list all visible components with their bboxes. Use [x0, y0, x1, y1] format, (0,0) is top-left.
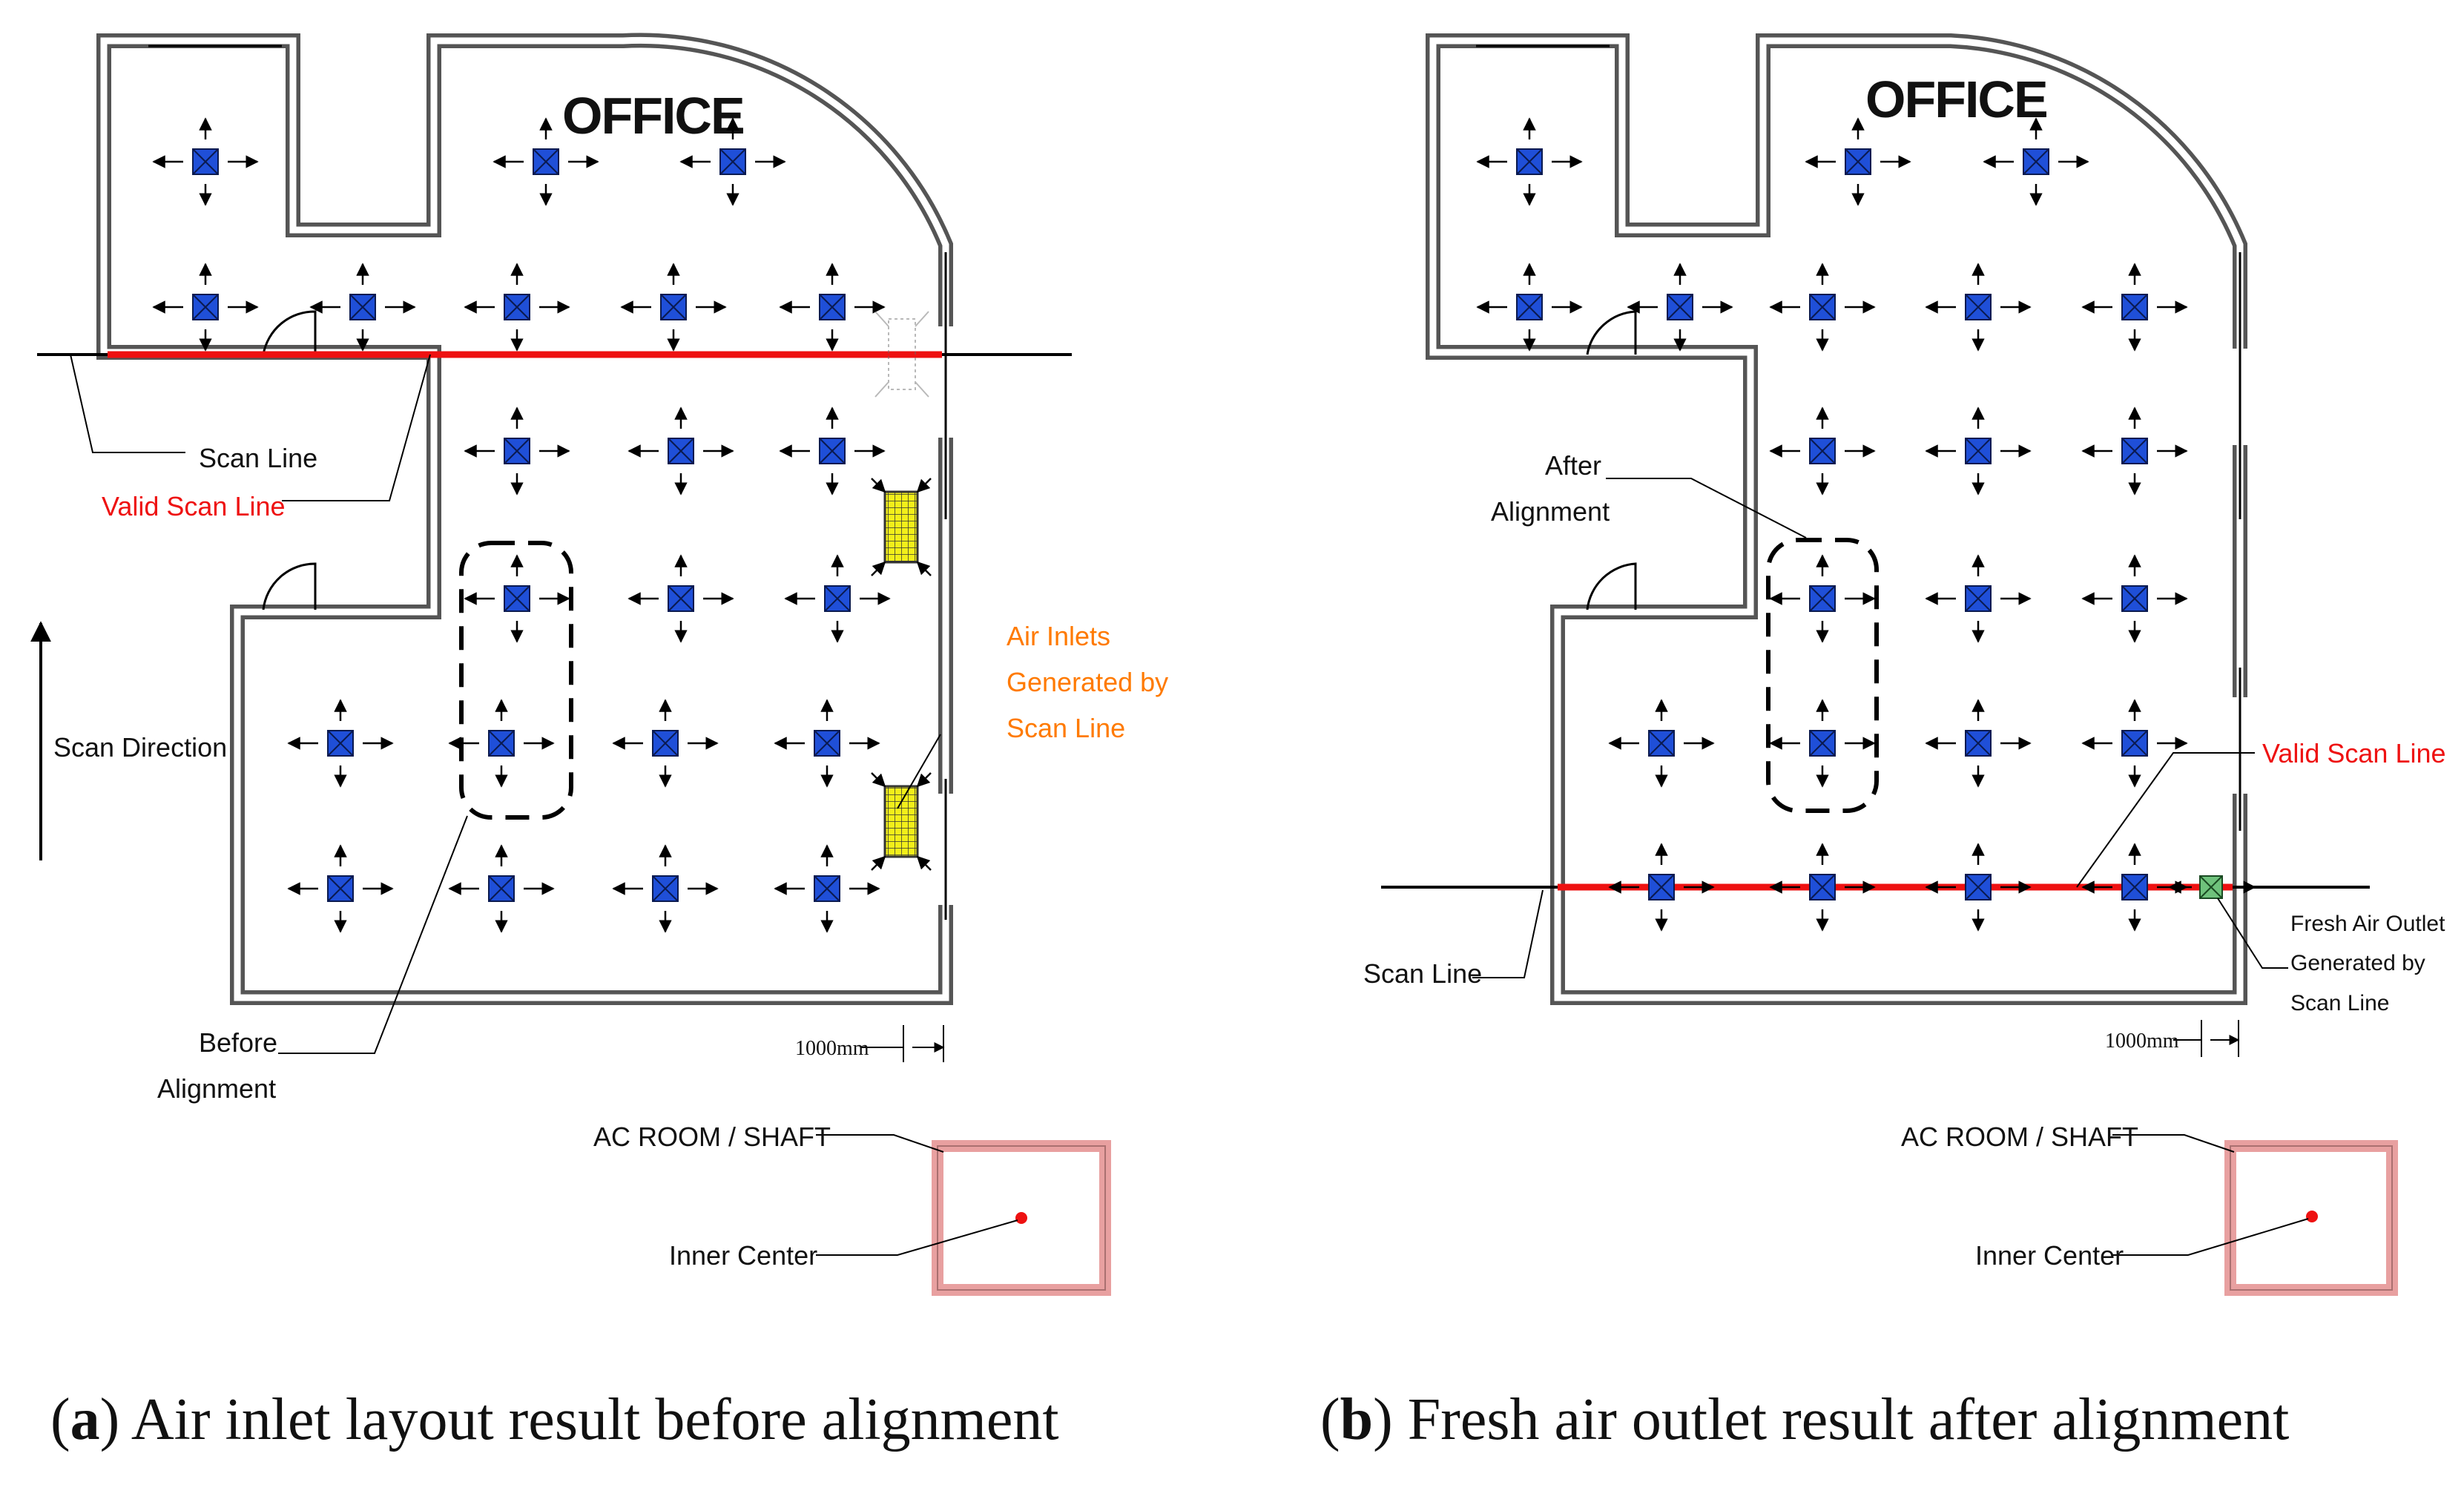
scan-line-label: Scan Line	[1363, 958, 1482, 989]
diffuser-icon	[154, 119, 257, 205]
diffuser-icon	[465, 556, 569, 642]
diffuser-icon	[629, 556, 733, 642]
door-swing-icon	[1586, 310, 1637, 355]
diffuser-icon	[2083, 264, 2187, 350]
diffuser-icon	[1770, 264, 1874, 350]
inner-center-dot	[1015, 1212, 1027, 1224]
door-swing-icon	[262, 310, 317, 355]
diffuser-icon	[1478, 264, 1581, 350]
after-alignment-leader	[1606, 478, 1807, 539]
diffuser-icon	[775, 700, 879, 786]
ac-room-label: AC ROOM / SHAFT	[593, 1122, 831, 1152]
air-inlet-icon	[871, 772, 932, 871]
diffuser-icon	[1926, 700, 2030, 786]
diffuser-icon	[780, 408, 884, 494]
inner-center-label: Inner Center	[1975, 1240, 2124, 1271]
dimension-label: 1000mm	[795, 1037, 869, 1060]
diffuser-icon	[289, 846, 392, 932]
panel-a: OFFICE	[30, 33, 1168, 1296]
scan-line-label: Scan Line	[199, 443, 317, 473]
fresh-air-label-line3: Scan Line	[2290, 991, 2389, 1015]
diffuser-icon	[1770, 556, 1874, 642]
room-title: OFFICE	[1865, 70, 2047, 128]
diffuser-icon	[613, 700, 717, 786]
diffuser-icon	[613, 846, 717, 932]
diffuser-icon	[780, 264, 884, 350]
ghost-inlet-icon	[874, 311, 929, 398]
air-inlets-label-line1: Air Inlets	[1007, 621, 1110, 651]
inner-center-dot	[2306, 1211, 2318, 1222]
before-alignment-leader	[278, 815, 468, 1054]
scan-line-leader	[70, 354, 185, 453]
diffuser-icon	[2083, 408, 2187, 494]
caption-a-text: Air inlet layout result before alignment	[131, 1387, 1059, 1452]
fresh-air-label-line2: Generated by	[2290, 951, 2425, 975]
diffuser-icon	[629, 408, 733, 494]
before-alignment-label-line2: Alignment	[157, 1073, 276, 1104]
fresh-air-label-line1: Fresh Air Outlet	[2290, 912, 2445, 936]
caption-a-letter: a	[70, 1387, 100, 1452]
caption-b-letter: b	[1340, 1387, 1374, 1452]
diffuser-icon	[465, 408, 569, 494]
ac-room-label: AC ROOM / SHAFT	[1901, 1122, 2138, 1152]
diffuser-icon	[785, 556, 889, 642]
diffuser-icon	[1770, 408, 1874, 494]
before-alignment-label-line1: Before	[199, 1027, 277, 1058]
diffuser-icon	[154, 264, 257, 350]
diffuser-icon	[1926, 556, 2030, 642]
diffuser-icon	[1806, 119, 1910, 205]
ac-room-leader	[2112, 1134, 2235, 1153]
diffuser-icon	[1926, 264, 2030, 350]
valid-scan-line-label: Valid Scan Line	[102, 491, 286, 521]
inner-center-leader	[816, 1219, 1018, 1256]
valid-scan-line-leader	[2076, 752, 2255, 888]
caption-a: (a) Air inlet layout result before align…	[50, 1387, 1059, 1452]
diffuser-icon	[311, 264, 415, 350]
scan-line-leader	[1472, 889, 1544, 978]
diffuser-icon	[1926, 844, 2030, 930]
fresh-air-leader	[2217, 898, 2288, 969]
after-alignment-box	[1766, 538, 1879, 813]
room-title: OFFICE	[562, 87, 744, 145]
diffuser-icon	[449, 700, 553, 786]
diffuser-icon	[1610, 844, 1713, 930]
scan-direction-label: Scan Direction	[53, 732, 227, 763]
diffuser-icon	[622, 264, 725, 350]
diffuser-icon	[465, 264, 569, 350]
diffuser-icon	[449, 846, 553, 932]
fresh-air-outlet-icon	[2168, 875, 2256, 899]
diffuser-icon	[2083, 700, 2187, 786]
ac-room-leader	[816, 1134, 944, 1153]
dimension-marker	[860, 1025, 945, 1062]
after-alignment-label-line2: Alignment	[1491, 496, 1610, 527]
air-inlets-label-line3: Scan Line	[1007, 713, 1125, 743]
air-inlets-leader	[897, 734, 941, 809]
diffuser-icon	[1984, 119, 2088, 205]
diffuser-icon	[1610, 700, 1713, 786]
diffuser-icon	[289, 700, 392, 786]
inner-center-leader	[2112, 1218, 2309, 1256]
door-swing-icon	[1586, 562, 1637, 610]
air-inlet-icon	[871, 478, 932, 576]
diffuser-icon	[1628, 264, 1732, 350]
diffuser-icon	[1770, 844, 1874, 930]
door-swing-icon	[262, 562, 317, 610]
diffuser-icon	[1926, 408, 2030, 494]
inner-center-label: Inner Center	[669, 1240, 817, 1271]
panel-b: OFFICE	[1363, 33, 2446, 1296]
caption-b: (b) Fresh air outlet result after alignm…	[1320, 1387, 2289, 1452]
valid-scan-line-label: Valid Scan Line	[2262, 738, 2446, 768]
after-alignment-label-line1: After	[1545, 450, 1601, 481]
diffuser-icon	[1478, 119, 1581, 205]
caption-b-text: Fresh air outlet result after alignment	[1408, 1387, 2290, 1452]
valid-scan-line-leader	[282, 354, 431, 501]
before-alignment-box	[459, 541, 573, 820]
air-inlets-label-line2: Generated by	[1007, 667, 1168, 697]
diffuser-icon	[2083, 556, 2187, 642]
dimension-marker	[2173, 1020, 2240, 1057]
dimension-label: 1000mm	[2105, 1030, 2179, 1053]
diffuser-icon	[775, 846, 879, 932]
diffuser-icon	[1770, 700, 1874, 786]
